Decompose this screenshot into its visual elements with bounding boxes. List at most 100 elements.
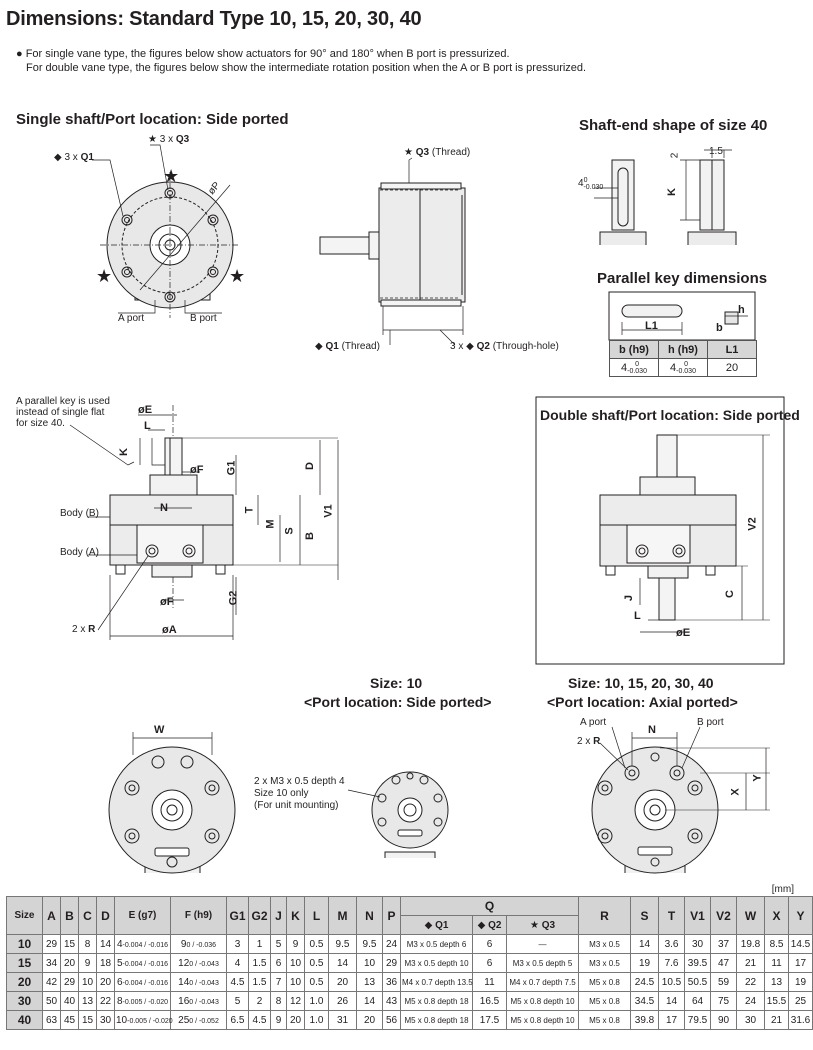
cell-k: 20 — [286, 1010, 305, 1030]
cell-g1: 3 — [226, 934, 249, 954]
cell-s: 34.5 — [630, 991, 660, 1011]
cell-l: 0.5 — [304, 953, 329, 973]
cell-m: 26 — [328, 991, 357, 1011]
cell-f: 90 / -0.036 — [170, 934, 227, 954]
cell-d: 18 — [96, 953, 115, 973]
th-a: A — [42, 896, 61, 935]
cell-r: M5 x 0.8 — [578, 972, 632, 992]
th-j: J — [270, 896, 287, 935]
cell-v2: 90 — [710, 1010, 738, 1030]
cell-a: 34 — [42, 953, 61, 973]
axial-n-label: N — [648, 724, 656, 736]
cell-e: 5-0.004 / -0.016 — [114, 953, 171, 973]
cell-d: 20 — [96, 972, 115, 992]
cell-r: M5 x 0.8 — [578, 1010, 632, 1030]
th-size: Size — [6, 896, 43, 935]
th-b: B — [60, 896, 79, 935]
cell-j: 6 — [270, 953, 287, 973]
key-note: A parallel key is used instead of single… — [16, 396, 110, 429]
cell-k: 9 — [286, 934, 305, 954]
two-r-label: 2 x R — [72, 624, 96, 635]
phi-e-double-label: øE — [676, 627, 691, 639]
c-label: C — [723, 590, 736, 598]
cell-y: 17 — [788, 953, 813, 973]
cell-f: 160 / -0.043 — [170, 991, 227, 1011]
axial-b-port: B port — [697, 717, 724, 728]
cell-v1: 30 — [684, 934, 712, 954]
body-b-label: Body (B) — [60, 508, 99, 519]
axial-a-port: A port — [580, 717, 607, 728]
cell-q2: 6 — [472, 953, 507, 973]
note-line-2: For double vane type, the figures below … — [26, 62, 587, 74]
cell-g1: 6.5 — [226, 1010, 249, 1030]
cell-d: 30 — [96, 1010, 115, 1030]
g2-label: G2 — [227, 590, 240, 606]
cell-v2: 47 — [710, 953, 738, 973]
double-shaft-heading: Double shaft/Port location: Side ported — [540, 407, 800, 423]
cell-s: 24.5 — [630, 972, 660, 992]
w-label: W — [154, 724, 165, 736]
shaft-end-heading: Shaft-end shape of size 40 — [579, 117, 768, 134]
cell-w: 21 — [736, 953, 766, 973]
cell-x: 13 — [764, 972, 790, 992]
th-q2: ◆ Q2 — [472, 915, 507, 935]
cell-n: 13 — [356, 972, 383, 992]
cell-r: M3 x 0.5 — [578, 934, 632, 954]
cell-c: 10 — [78, 972, 97, 992]
cell-b: 29 — [60, 972, 79, 992]
th-v1: V1 — [684, 896, 712, 935]
cell-q3: M3 x 0.5 depth 5 — [505, 953, 580, 973]
th-v2: V2 — [710, 896, 738, 935]
cell-j: 9 — [270, 1010, 287, 1030]
th-d: D — [96, 896, 115, 935]
phi-e-label: øE — [138, 404, 153, 416]
cell-q2: 16.5 — [472, 991, 507, 1011]
cell-w: 22 — [736, 972, 766, 992]
th-f: F (h9) — [170, 896, 227, 935]
th-n: N — [356, 896, 383, 935]
cell-g1: 4 — [226, 953, 249, 973]
cell-p: 36 — [382, 972, 401, 992]
cell-m: 9.5 — [328, 934, 357, 954]
cell-g1: 4.5 — [226, 972, 249, 992]
cell-q2: 6 — [472, 934, 507, 954]
j-label: J — [623, 594, 636, 602]
cell-b: 40 — [60, 991, 79, 1011]
cell-l: 0.5 — [304, 934, 329, 954]
cell-k: 10 — [286, 972, 305, 992]
cell-q1: M5 x 0.8 depth 18 — [400, 1010, 473, 1030]
cell-q1: M5 x 0.8 depth 18 — [400, 991, 473, 1011]
key-l1-label: L1 — [645, 320, 658, 332]
cell-v2: 75 — [710, 991, 738, 1011]
cell-y: 19 — [788, 972, 813, 992]
size10-heading-a: Size: 10 — [370, 675, 423, 691]
cell-y: 14.5 — [788, 934, 813, 954]
key-h-label: h — [738, 304, 745, 316]
cell-g1: 5 — [226, 991, 249, 1011]
cell-f: 250 / -0.052 — [170, 1010, 227, 1030]
l-label: L — [144, 420, 151, 432]
unit-label: [mm] — [771, 884, 794, 895]
cell-d: 14 — [96, 934, 115, 954]
th-m: M — [328, 896, 357, 935]
parallel-key-heading: Parallel key dimensions — [597, 270, 768, 287]
shaft-end-dim-2: 2 — [669, 152, 681, 159]
th-g2: G2 — [248, 896, 271, 935]
single-shaft-heading: Single shaft/Port location: Side ported — [16, 111, 289, 128]
pk-header-l1: L1 — [707, 340, 757, 359]
th-q: Q — [399, 896, 580, 916]
cell-p: 43 — [382, 991, 401, 1011]
svg-text:★: ★ — [229, 266, 245, 286]
cell-a: 63 — [42, 1010, 61, 1030]
q1-label: ◆ 3 x Q1 — [54, 152, 94, 163]
cell-e: 10-0.005 / -0.020 — [114, 1010, 173, 1030]
cell-f: 140 / -0.043 — [170, 972, 227, 992]
svg-text:★: ★ — [163, 166, 179, 186]
pk-header-b: b (h9) — [609, 340, 659, 359]
cell-s: 39.8 — [630, 1010, 660, 1030]
cell-t: 14 — [658, 991, 686, 1011]
